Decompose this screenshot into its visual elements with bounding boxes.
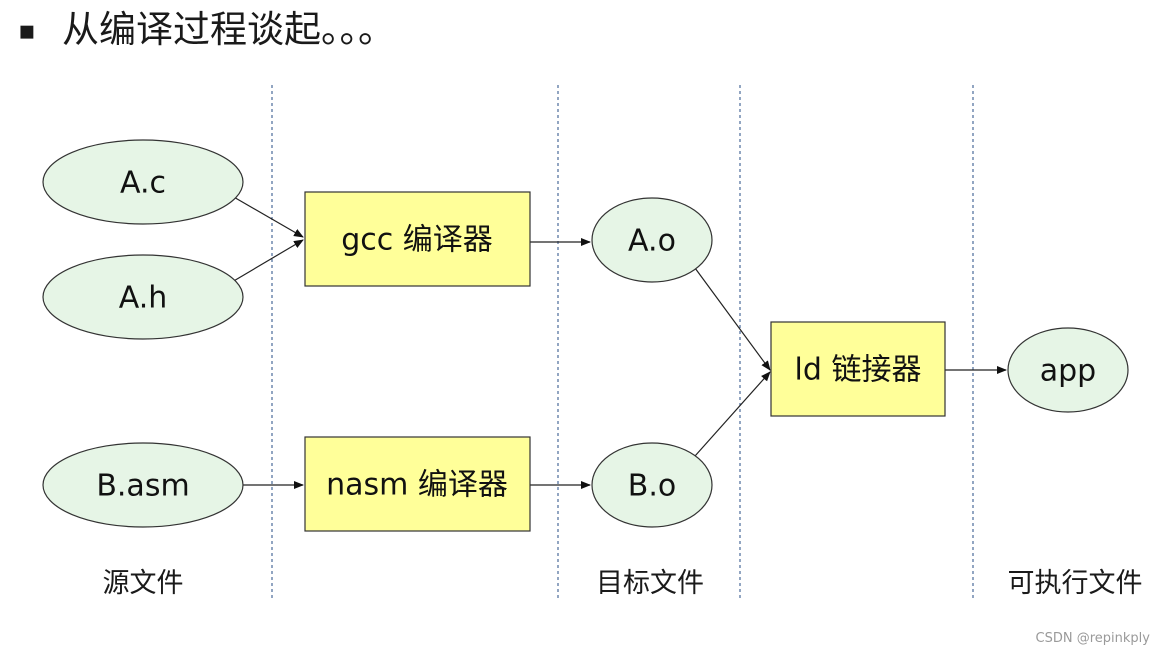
- node-a-c-shape: [42, 139, 244, 225]
- node-nasm-shape: [304, 436, 531, 532]
- node-app-label: app: [1040, 354, 1096, 389]
- node-app: app: [1007, 327, 1129, 413]
- node-b-o-shape: [591, 442, 713, 528]
- node-gcc-label: gcc 编译器: [341, 223, 493, 258]
- arrow-ah-to-gcc: [231, 239, 304, 283]
- node-gcc-shape: [304, 191, 531, 287]
- slide-title: ▪ 从编译过程谈起。。。: [18, 8, 395, 51]
- column-label-source: 源文件: [103, 568, 184, 599]
- node-ld-label: ld 链接器: [795, 353, 922, 388]
- node-b-asm: B.asm: [42, 442, 244, 528]
- node-b-asm-label: B.asm: [96, 469, 189, 504]
- column-label-object: 目标文件: [596, 568, 704, 599]
- column-label-executable: 可执行文件: [1008, 568, 1143, 599]
- node-b-o: B.o: [591, 442, 713, 528]
- node-a-h-shape: [42, 254, 244, 340]
- arrow-ac-to-gcc: [231, 195, 304, 238]
- node-b-o-label: B.o: [628, 469, 676, 504]
- node-nasm-compiler: nasm 编译器: [304, 436, 531, 532]
- node-b-asm-shape: [42, 442, 244, 528]
- node-a-o: A.o: [591, 197, 713, 283]
- node-app-shape: [1007, 327, 1129, 413]
- node-gcc-compiler: gcc 编译器: [304, 191, 531, 287]
- node-a-c-label: A.c: [120, 166, 166, 201]
- arrow-ao-to-ld: [694, 267, 771, 371]
- node-nasm-label: nasm 编译器: [326, 468, 508, 503]
- title-text: 从编译过程谈起。。。: [62, 8, 395, 51]
- arrow-bo-to-ld: [694, 371, 771, 457]
- node-a-h: A.h: [42, 254, 244, 340]
- node-a-h-label: A.h: [119, 281, 168, 316]
- node-a-o-label: A.o: [628, 224, 676, 259]
- title-bullet-icon: ▪: [18, 16, 36, 46]
- node-ld-linker: ld 链接器: [770, 321, 946, 417]
- node-a-o-shape: [591, 197, 713, 283]
- watermark: CSDN @repinkply: [1036, 631, 1151, 646]
- node-ld-shape: [770, 321, 946, 417]
- node-a-c: A.c: [42, 139, 244, 225]
